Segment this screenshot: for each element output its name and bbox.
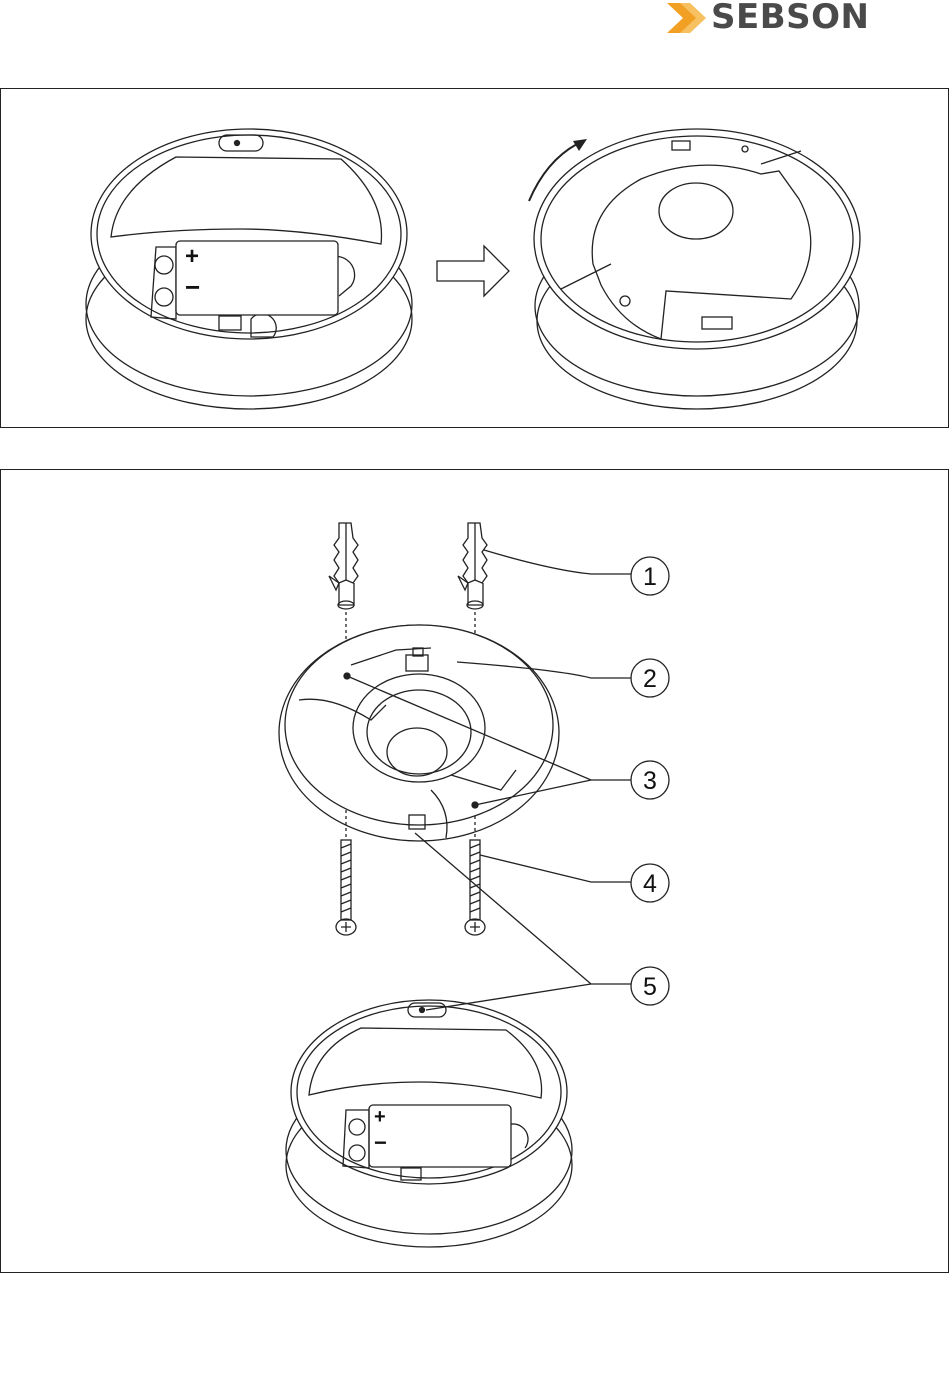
callout-label-3: 3 <box>643 767 657 795</box>
screw-right <box>465 840 485 935</box>
callout-label-4: 4 <box>643 870 657 898</box>
battery-minus-label: − <box>185 272 200 302</box>
wall-plug-right <box>458 523 487 609</box>
battery-minus-label-bottom: − <box>374 1130 387 1155</box>
detector-open-bottom <box>286 1000 572 1247</box>
figure-1-drawing: + − <box>1 89 950 429</box>
figure-2-panel: 1 2 3 4 5 + − <box>0 469 949 1273</box>
right-arrow-icon <box>437 246 509 296</box>
battery-plus-label: + <box>185 243 199 270</box>
figure-2-drawing: 1 2 3 4 5 + − <box>1 470 950 1274</box>
callout-label-2: 2 <box>643 665 657 693</box>
battery-plus-label-bottom: + <box>374 1106 386 1128</box>
callout-label-1: 1 <box>643 563 657 591</box>
screw-left <box>336 840 356 935</box>
mounting-plate <box>279 625 559 841</box>
brand-name: SEBSON <box>711 0 869 34</box>
callout-label-5: 5 <box>643 973 657 1001</box>
figure-1-panel: + − <box>0 88 949 428</box>
detector-closed-right <box>534 129 860 409</box>
battery-left <box>151 241 338 319</box>
wall-plug-left <box>329 523 358 609</box>
